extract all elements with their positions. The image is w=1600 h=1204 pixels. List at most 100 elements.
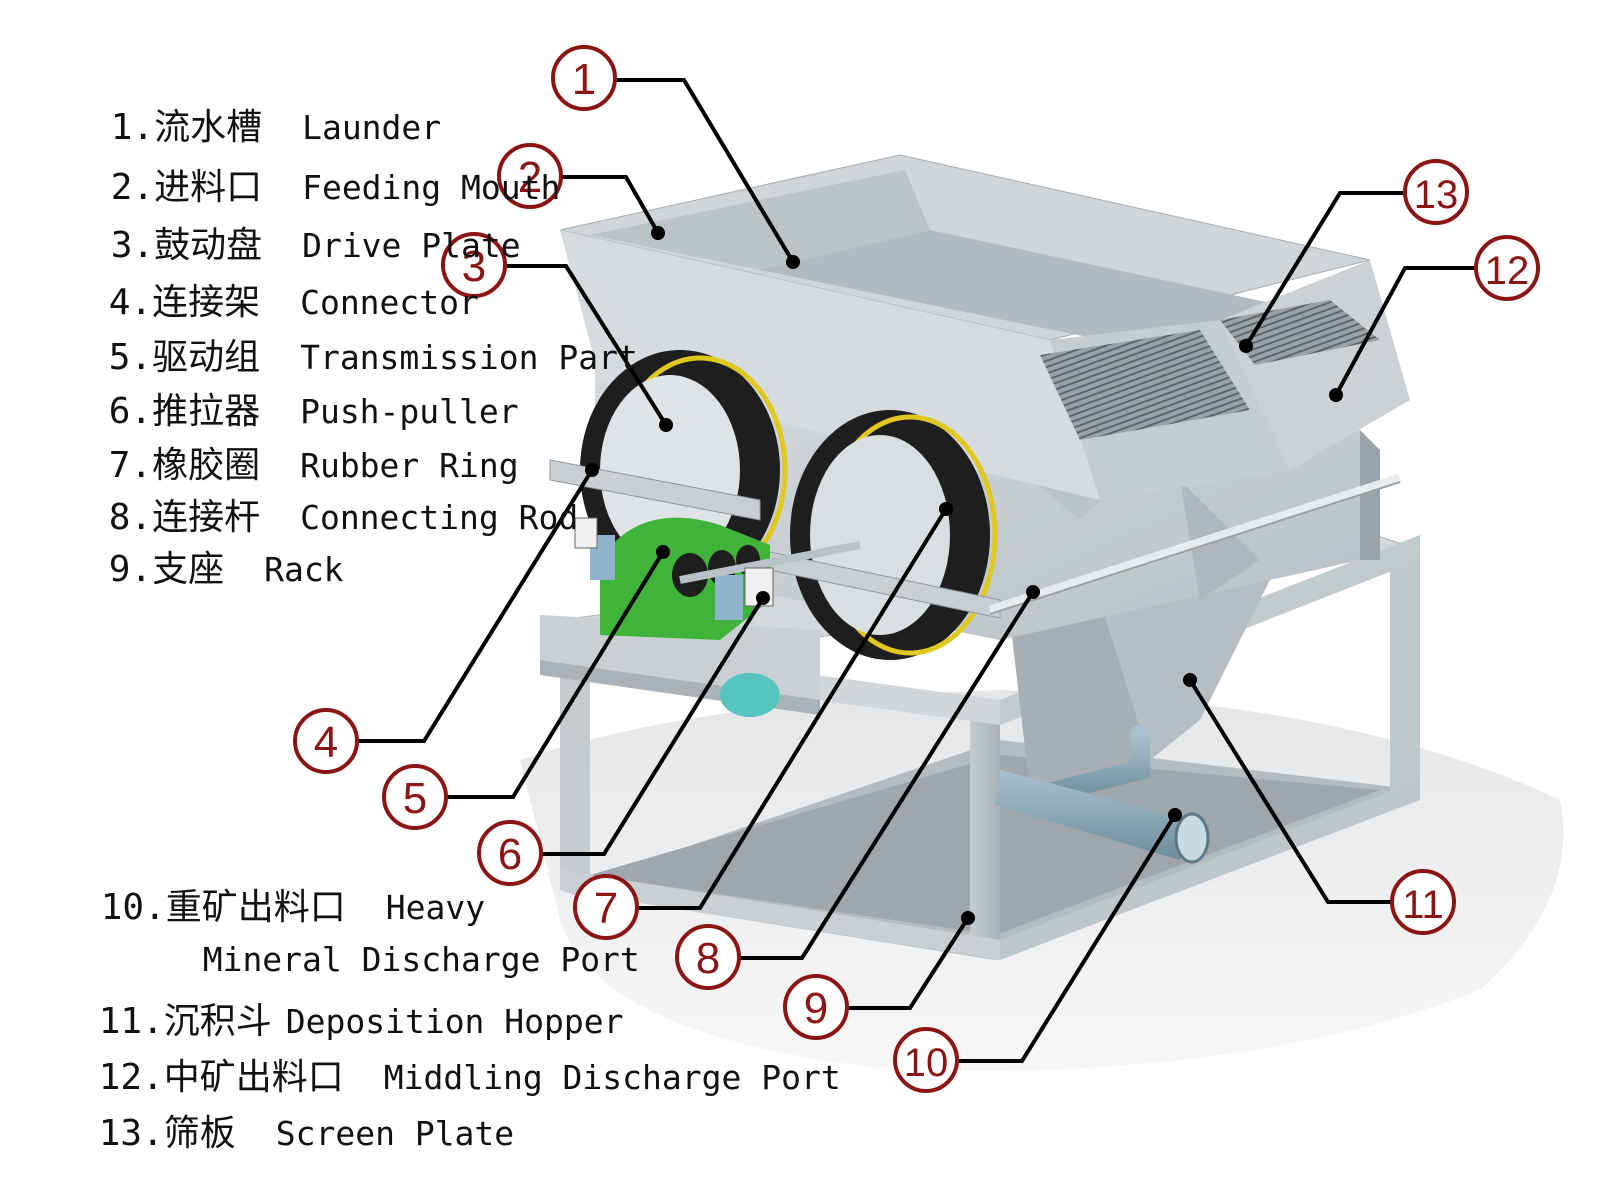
legend-chinese: 流水槽 <box>154 107 263 148</box>
callout-13: 13 <box>1403 159 1469 225</box>
callout-circle-icon <box>382 764 448 830</box>
legend-english: Push-puller <box>300 392 519 431</box>
legend-item-10-continued: Mineral Discharge Port <box>116 900 640 1020</box>
legend-english: Deposition Hopper <box>285 1002 624 1041</box>
callout-4: 4 <box>293 708 359 774</box>
drive-plate-right <box>790 410 998 660</box>
callout-circle-icon <box>1390 869 1456 935</box>
legend-item-13: 13.筛板 Screen Plate <box>12 1074 514 1194</box>
callout-9: 9 <box>783 974 849 1040</box>
callout-2: 2 <box>497 143 563 209</box>
legend-item-6: 6.推拉器 Push-puller <box>22 352 519 472</box>
launder <box>559 154 1410 500</box>
legend-number: 1. <box>110 107 155 148</box>
legend-english: Heavy <box>385 888 486 927</box>
legend-chinese: 连接架 <box>152 282 261 323</box>
legend-number: 5. <box>108 337 153 378</box>
callout-label: 6 <box>498 830 522 879</box>
legend-english: Mineral Discharge Port <box>202 940 640 979</box>
callout-6: 6 <box>477 820 543 886</box>
callout-circle-icon <box>497 143 563 209</box>
legend-number: 8. <box>108 497 153 538</box>
callout-label: 3 <box>462 242 486 291</box>
callout-7: 7 <box>573 874 639 940</box>
callout-5: 5 <box>382 764 448 830</box>
legend-number: 4. <box>108 282 153 323</box>
legend-item-10: 10.重矿出料口 Heavy <box>14 848 485 968</box>
callout-label: 11 <box>1402 883 1444 927</box>
legend-item-8: 8.连接杆 Connecting Rod <box>22 458 579 578</box>
callout-11: 11 <box>1390 869 1456 935</box>
callout-label: 9 <box>804 984 828 1033</box>
legend-item-12: 12.中矿出料口 Middling Discharge Port <box>12 1018 841 1138</box>
legend-chinese: 沉积斗 <box>163 1001 272 1042</box>
legend-number: 13. <box>98 1113 164 1154</box>
legend-chinese: 连接杆 <box>152 497 261 538</box>
legend-english: Connector <box>300 283 479 322</box>
connector-arms <box>549 459 1001 619</box>
gearbox <box>574 517 861 640</box>
callout-label: 8 <box>696 934 720 983</box>
callout-label: 1 <box>572 55 596 104</box>
legend-chinese: 支座 <box>152 549 225 590</box>
callout-circle-icon <box>1403 159 1469 225</box>
callout-10: 10 <box>893 1027 959 1093</box>
callout-circle-icon <box>1474 235 1540 301</box>
legend-english: Drive Plate <box>302 226 521 265</box>
legend-english: Rack <box>264 550 344 589</box>
legend-chinese: 中矿出料口 <box>163 1057 344 1098</box>
legend-english: Connecting Rod <box>300 498 579 537</box>
callout-circle-icon <box>441 232 507 298</box>
legend-chinese: 驱动组 <box>152 337 261 378</box>
legend-number: 10. <box>100 887 166 928</box>
legend-number: 6. <box>108 391 153 432</box>
legend-number: 3. <box>110 225 155 266</box>
leader-lines <box>356 78 1477 1063</box>
legend-english: Screen Plate <box>275 1114 515 1153</box>
legend-chinese: 重矿出料口 <box>165 887 346 928</box>
callout-circle-icon <box>675 924 741 990</box>
legend-chinese: 筛板 <box>163 1113 236 1154</box>
legend-item-7: 7.橡胶圈 Rubber Ring <box>22 406 519 526</box>
callout-1: 1 <box>551 45 617 111</box>
legend-item-5: 5.驱动组 Transmission Part <box>22 298 638 418</box>
legend-english: Transmission Part <box>300 338 638 377</box>
leader-dots <box>585 226 1343 925</box>
legend-chinese: 橡胶圈 <box>152 445 261 486</box>
legend-english: Launder <box>302 108 442 147</box>
legend-item-9: 9.支座 Rack <box>22 510 344 630</box>
legend-english: Rubber Ring <box>300 446 519 485</box>
legend-item-4: 4.连接架 Connector <box>22 243 479 363</box>
callout-label: 2 <box>518 153 542 202</box>
callout-label: 10 <box>904 1041 949 1085</box>
callout-label: 7 <box>594 884 618 933</box>
legend-item-3: 3.鼓动盘 Drive Plate <box>24 186 521 306</box>
callout-circle-icon <box>477 820 543 886</box>
legend-number: 2. <box>110 167 155 208</box>
legend-number: 7. <box>108 445 153 486</box>
legend-number: 11. <box>98 1001 164 1042</box>
callout-circle-icon <box>893 1027 959 1093</box>
callout-label: 12 <box>1485 249 1530 293</box>
legend-english: Middling Discharge Port <box>383 1058 841 1097</box>
legend-chinese: 鼓动盘 <box>154 225 263 266</box>
legend-number: 9. <box>108 549 153 590</box>
legend-chinese: 推拉器 <box>152 391 261 432</box>
legend-item-1: 1.流水槽 Launder <box>24 68 441 188</box>
discharge-pipes <box>995 725 1210 864</box>
callout-12: 12 <box>1474 235 1540 301</box>
callout-label: 13 <box>1414 173 1459 217</box>
callout-circle-icon <box>573 874 639 940</box>
callout-8: 8 <box>675 924 741 990</box>
legend-number: 12. <box>98 1057 164 1098</box>
callout-circle-icon <box>293 708 359 774</box>
legend-english: Feeding Mouth <box>302 168 561 207</box>
callout-circle-icon <box>783 974 849 1040</box>
connecting-rod <box>988 473 1402 615</box>
callout-circle-icon <box>551 45 617 111</box>
callout-label: 5 <box>403 774 427 823</box>
legend-item-11: 11.沉积斗 Deposition Hopper <box>12 962 624 1082</box>
